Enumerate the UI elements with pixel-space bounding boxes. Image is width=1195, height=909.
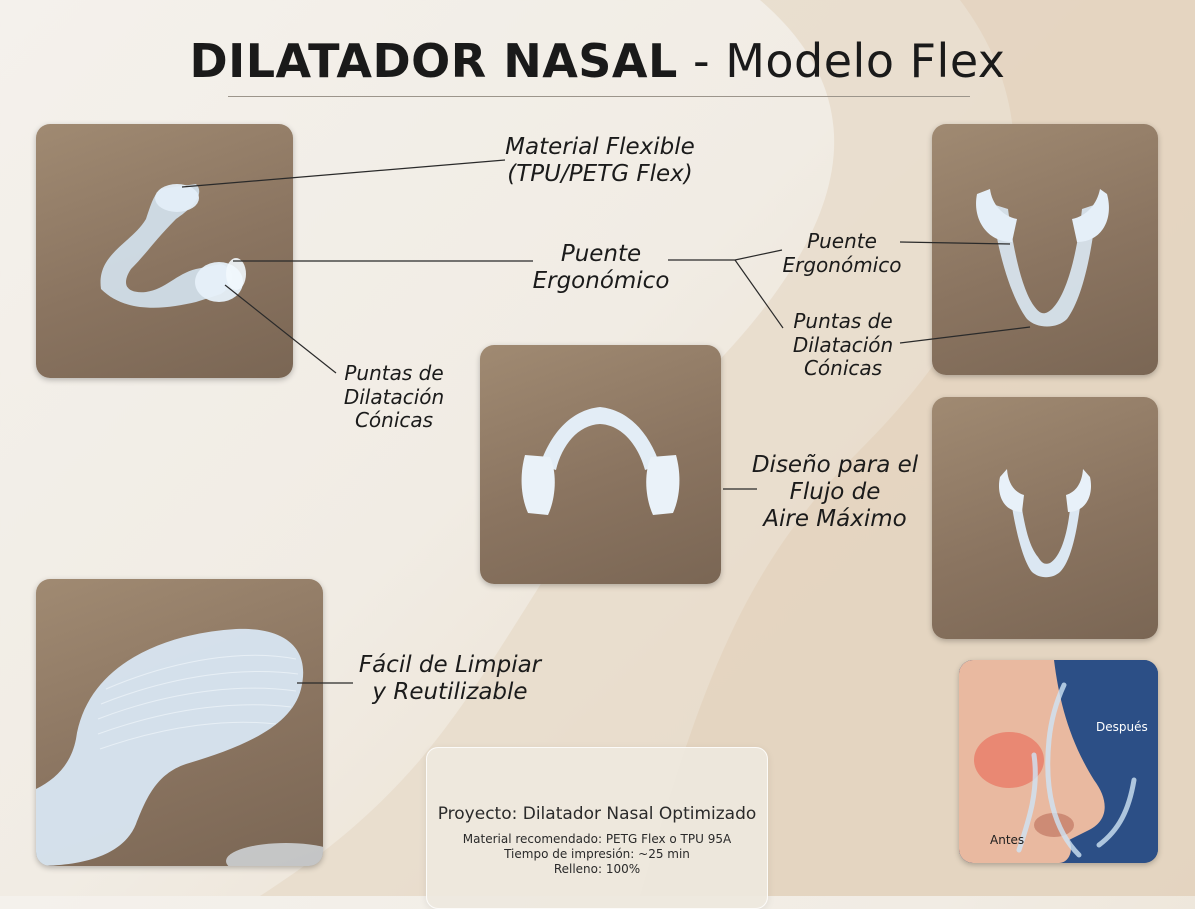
label-tips-left-line3: Cónicas (354, 408, 434, 433)
label-tips-right-line1: Puntas de (793, 309, 893, 333)
photo-front-view (480, 345, 721, 584)
title-divider (228, 96, 970, 97)
photo-closeup (36, 579, 323, 866)
diagram-label-before: Antes (990, 833, 1025, 847)
card-title: Proyecto: Dilatador Nasal Optimizado (437, 804, 757, 824)
label-bridge-left-line1: Puente (560, 241, 642, 267)
label-airflow-line2: Flujo de (789, 479, 881, 506)
nose-illustration (959, 660, 1158, 863)
label-airflow: Diseño para el Flujo de Aire Máximo (750, 452, 920, 533)
label-tips-right-line2: Dilatación (792, 332, 894, 357)
label-airflow-line1: Diseño para el (751, 452, 919, 478)
label-tips-left: Puntas de Dilatación Cónicas (332, 361, 456, 433)
label-tips-right-line3: Cónicas (803, 356, 883, 381)
page-title: DILATADOR NASAL - Modelo Flex (0, 34, 1195, 88)
nose-airflow-diagram: Después Antes (959, 660, 1158, 863)
card-details: Material recomendado: PETG Flex o TPU 95… (427, 832, 767, 877)
label-clean-line2: y Reutilizable (372, 679, 528, 706)
label-airflow-line3: Aire Máximo (763, 506, 907, 533)
card-material: Material recomendado: PETG Flex o TPU 95… (462, 832, 732, 846)
title-rest: - Modelo Flex (677, 34, 1006, 88)
card-infill: Relleno: 100% (553, 862, 641, 876)
label-bridge-right: Puente Ergonómico (776, 229, 908, 277)
photo-upright-view (932, 124, 1158, 375)
photo-side-view (932, 397, 1158, 639)
label-clean-line1: Fácil de Limpiar (358, 652, 542, 678)
photo-angled-view (36, 124, 293, 378)
label-material-line2: (TPU/PETG Flex) (507, 161, 693, 188)
label-tips-left-line1: Puntas de (344, 361, 444, 385)
label-tips-right: Puntas de Dilatación Cónicas (782, 309, 904, 381)
label-bridge-right-line1: Puente (807, 229, 877, 253)
label-tips-left-line2: Dilatación (343, 384, 445, 409)
diagram-label-after: Después (1096, 720, 1148, 734)
label-bridge-right-line2: Ergonómico (782, 252, 902, 277)
label-material: Material Flexible (TPU/PETG Flex) (500, 134, 700, 188)
label-clean: Fácil de Limpiar y Reutilizable (350, 652, 550, 706)
title-bold: DILATADOR NASAL (189, 34, 678, 88)
label-bridge-left: Puente Ergonómico (520, 241, 682, 295)
card-print-time: Tiempo de impresión: ~25 min (504, 847, 690, 861)
project-info-card: Proyecto: Dilatador Nasal Optimizado Mat… (426, 747, 768, 909)
label-material-line1: Material Flexible (505, 134, 695, 160)
label-bridge-left-line2: Ergonómico (532, 268, 670, 295)
